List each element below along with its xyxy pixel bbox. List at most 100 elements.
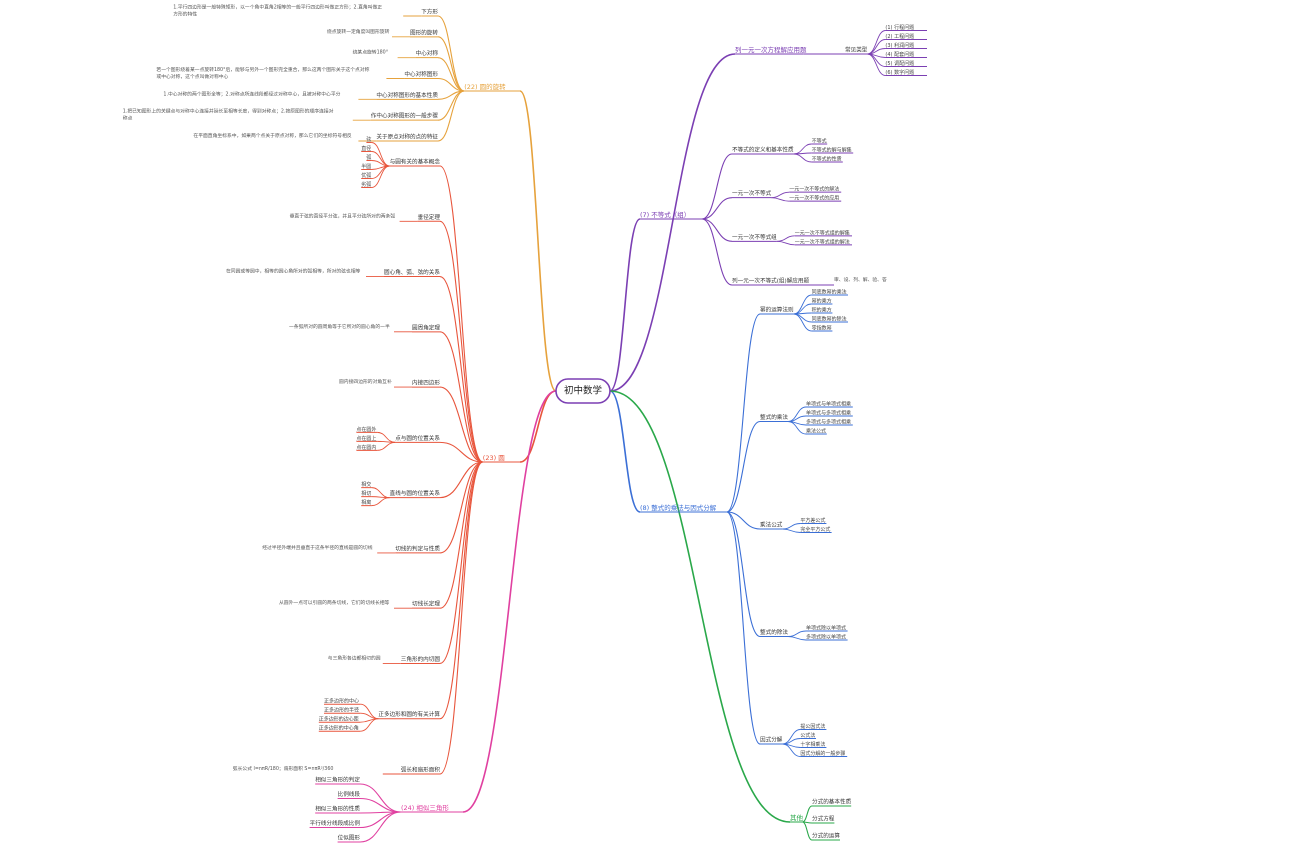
leaf-label[interactable]: 积的乘方 bbox=[812, 307, 832, 314]
item-label[interactable]: 整式的除法 bbox=[760, 628, 788, 636]
branch-label[interactable]: (23) 圆 bbox=[483, 454, 505, 462]
branch-link bbox=[439, 275, 484, 463]
leaf-label[interactable]: 劣弧 bbox=[361, 181, 371, 188]
leaf-label[interactable]: 不等式的性质 bbox=[812, 156, 842, 163]
leaf-label[interactable]: (5) 调配问题 bbox=[885, 60, 914, 67]
root-node[interactable] bbox=[555, 378, 611, 404]
item-label[interactable]: 圆周角定理 bbox=[412, 323, 440, 331]
item-label[interactable]: 位似图形 bbox=[338, 834, 361, 842]
note-text: 一条弧所对的圆周角等于它所对的圆心角的一半 bbox=[289, 323, 390, 330]
leaf-label[interactable]: 乘法公式 bbox=[806, 428, 826, 435]
item-label[interactable]: 切线长定理 bbox=[412, 600, 440, 608]
branch-label[interactable]: 列一元一次方程解应用题 bbox=[735, 45, 807, 54]
item-label[interactable]: 一元一次不等式 bbox=[732, 189, 772, 197]
leaf-label[interactable]: 正多边形的半径 bbox=[324, 707, 359, 714]
leaf-label[interactable]: 因式分解的一般步骤 bbox=[800, 750, 845, 757]
leaf-label[interactable]: (3) 利润问题 bbox=[885, 42, 914, 49]
branch-link bbox=[802, 821, 813, 841]
leaf-label[interactable]: 优弧 bbox=[361, 172, 371, 179]
branch-label[interactable]: (22) 圆的旋转 bbox=[464, 82, 506, 91]
leaf-label[interactable]: 十字相乘法 bbox=[800, 741, 825, 748]
leaf-label[interactable]: 提公因式法 bbox=[800, 723, 825, 730]
item-label[interactable]: 整式的乘法 bbox=[760, 413, 788, 421]
item-label[interactable]: 点与圆的位置关系 bbox=[395, 434, 440, 442]
item-label[interactable]: 图形的旋转 bbox=[410, 28, 438, 36]
leaf-label[interactable]: 多项式除以单项式 bbox=[806, 634, 846, 641]
branch-label[interactable]: (24) 相似三角形 bbox=[401, 803, 449, 812]
item-label[interactable]: 弧长和扇形面积 bbox=[401, 766, 441, 774]
item-label[interactable]: 因式分解 bbox=[760, 736, 783, 744]
leaf-label[interactable]: 单项式与多项式相乘 bbox=[806, 410, 851, 417]
item-label[interactable]: 切线的判定与性质 bbox=[395, 544, 440, 552]
item-label[interactable]: 圆心角、弧、弦的关系 bbox=[384, 268, 440, 276]
leaf-label[interactable]: 公式法 bbox=[800, 732, 815, 739]
item-label[interactable]: 不等式的定义和基本性质 bbox=[732, 146, 794, 154]
leaf-label[interactable]: 点在圆外 bbox=[356, 426, 376, 433]
leaf-label[interactable]: 完全平方公式 bbox=[800, 526, 830, 533]
leaf-label[interactable]: (4) 配套问题 bbox=[885, 51, 914, 58]
branch-link bbox=[359, 811, 402, 829]
root-label[interactable]: 初中数学 bbox=[564, 385, 602, 397]
leaf-label[interactable]: 相切 bbox=[361, 490, 371, 497]
item-label[interactable]: 三角形的内切圆 bbox=[401, 655, 441, 663]
leaf-label[interactable]: 不等式的解与解集 bbox=[812, 147, 852, 154]
leaf-label[interactable]: 点在圆上 bbox=[356, 435, 376, 442]
item-label[interactable]: 直线与圆的位置关系 bbox=[390, 489, 441, 497]
item-label[interactable]: 中心对称图形的基本性质 bbox=[376, 91, 438, 99]
leaf-label[interactable]: 一元一次不等式组的解集 bbox=[795, 229, 850, 236]
item-label[interactable]: 乘法公式 bbox=[760, 521, 783, 529]
leaf-label[interactable]: 单项式与单项式相乘 bbox=[806, 401, 851, 408]
leaf-label[interactable]: 零指数幂 bbox=[812, 325, 832, 332]
leaf-label[interactable]: 同底数幂的除法 bbox=[812, 316, 847, 323]
item-label[interactable]: 幂的运算法则 bbox=[760, 306, 794, 314]
item-label[interactable]: 下方形 bbox=[421, 8, 438, 16]
leaf-label[interactable]: 直径 bbox=[361, 145, 371, 152]
leaf-label[interactable]: (2) 工程问题 bbox=[885, 33, 914, 40]
branch-link bbox=[519, 90, 557, 392]
leaf-label[interactable]: 一元一次不等式组的解法 bbox=[795, 238, 850, 245]
leaf-label[interactable]: 幂的乘方 bbox=[812, 298, 832, 305]
item-label[interactable]: 作中心对称图形的一般步骤 bbox=[371, 112, 439, 120]
leaf-label[interactable]: 半圆 bbox=[361, 163, 371, 170]
leaf-label[interactable]: (1) 行程问题 bbox=[885, 24, 914, 31]
leaf-label[interactable]: 相离 bbox=[361, 499, 371, 506]
leaf-label[interactable]: 相交 bbox=[361, 481, 371, 488]
leaf-label[interactable]: 单项式除以单项式 bbox=[806, 625, 846, 632]
branch-label[interactable]: 其他 bbox=[790, 813, 804, 822]
leaf-label[interactable]: 一元一次不等式的应用 bbox=[789, 195, 839, 202]
branch-label[interactable]: (8) 整式的乘法与因式分解 bbox=[640, 503, 717, 512]
item-label[interactable]: 分式方程 bbox=[812, 815, 835, 823]
branch-link bbox=[439, 461, 483, 499]
item-label[interactable]: 关于原点对称的点的特征 bbox=[376, 133, 438, 141]
item-label[interactable]: 一元一次不等式组 bbox=[732, 233, 777, 241]
item-label[interactable]: 常见类型 bbox=[845, 46, 868, 54]
item-label[interactable]: 平行线分线段成比例 bbox=[310, 819, 361, 827]
leaf-label[interactable]: 不等式 bbox=[812, 138, 827, 145]
item-label[interactable]: 相似三角形的判定 bbox=[315, 776, 360, 784]
item-label[interactable]: 内接四边形 bbox=[412, 379, 440, 387]
leaf-label[interactable]: 正多边形的中心角 bbox=[319, 725, 359, 732]
leaf-label[interactable]: 正多边形的中心 bbox=[324, 698, 359, 705]
branch-label[interactable]: (7) 不等式（组） bbox=[640, 210, 690, 219]
item-label[interactable]: 相似三角形的性质 bbox=[315, 805, 360, 813]
item-label[interactable]: 与圆有关的基本概念 bbox=[390, 158, 441, 166]
branch-link bbox=[787, 421, 807, 435]
leaf-label[interactable]: 一元一次不等式的解法 bbox=[789, 186, 839, 193]
item-label[interactable]: 比例线段 bbox=[338, 790, 361, 798]
leaf-label[interactable]: 弧 bbox=[366, 154, 371, 161]
leaf-label[interactable]: 弦 bbox=[366, 136, 371, 143]
note-text: 1.把已知图形上的关键点与对称中心连接并延长至相等长度，得到对称点；2.按原图形… bbox=[123, 108, 334, 122]
leaf-label[interactable]: (6) 数字问题 bbox=[885, 69, 914, 76]
item-label[interactable]: 分式的运算 bbox=[812, 832, 840, 840]
leaf-label[interactable]: 点在圆内 bbox=[356, 444, 376, 451]
item-label[interactable]: 中心对称图形 bbox=[404, 70, 438, 78]
leaf-label[interactable]: 同底数幂的乘法 bbox=[812, 289, 847, 296]
leaf-label[interactable]: 正多边形的边心距 bbox=[319, 716, 359, 723]
item-label[interactable]: 垂径定理 bbox=[418, 213, 441, 221]
item-label[interactable]: 中心对称 bbox=[416, 49, 439, 57]
item-label[interactable]: 分式的基本性质 bbox=[812, 798, 852, 806]
item-label[interactable]: 列一元一次不等式(组)解应用题 bbox=[732, 277, 809, 285]
leaf-label[interactable]: 多项式与多项式相乘 bbox=[806, 419, 851, 426]
item-label[interactable]: 正多边形和圆的有关计算 bbox=[378, 710, 440, 718]
leaf-label[interactable]: 平方差公式 bbox=[800, 517, 825, 524]
